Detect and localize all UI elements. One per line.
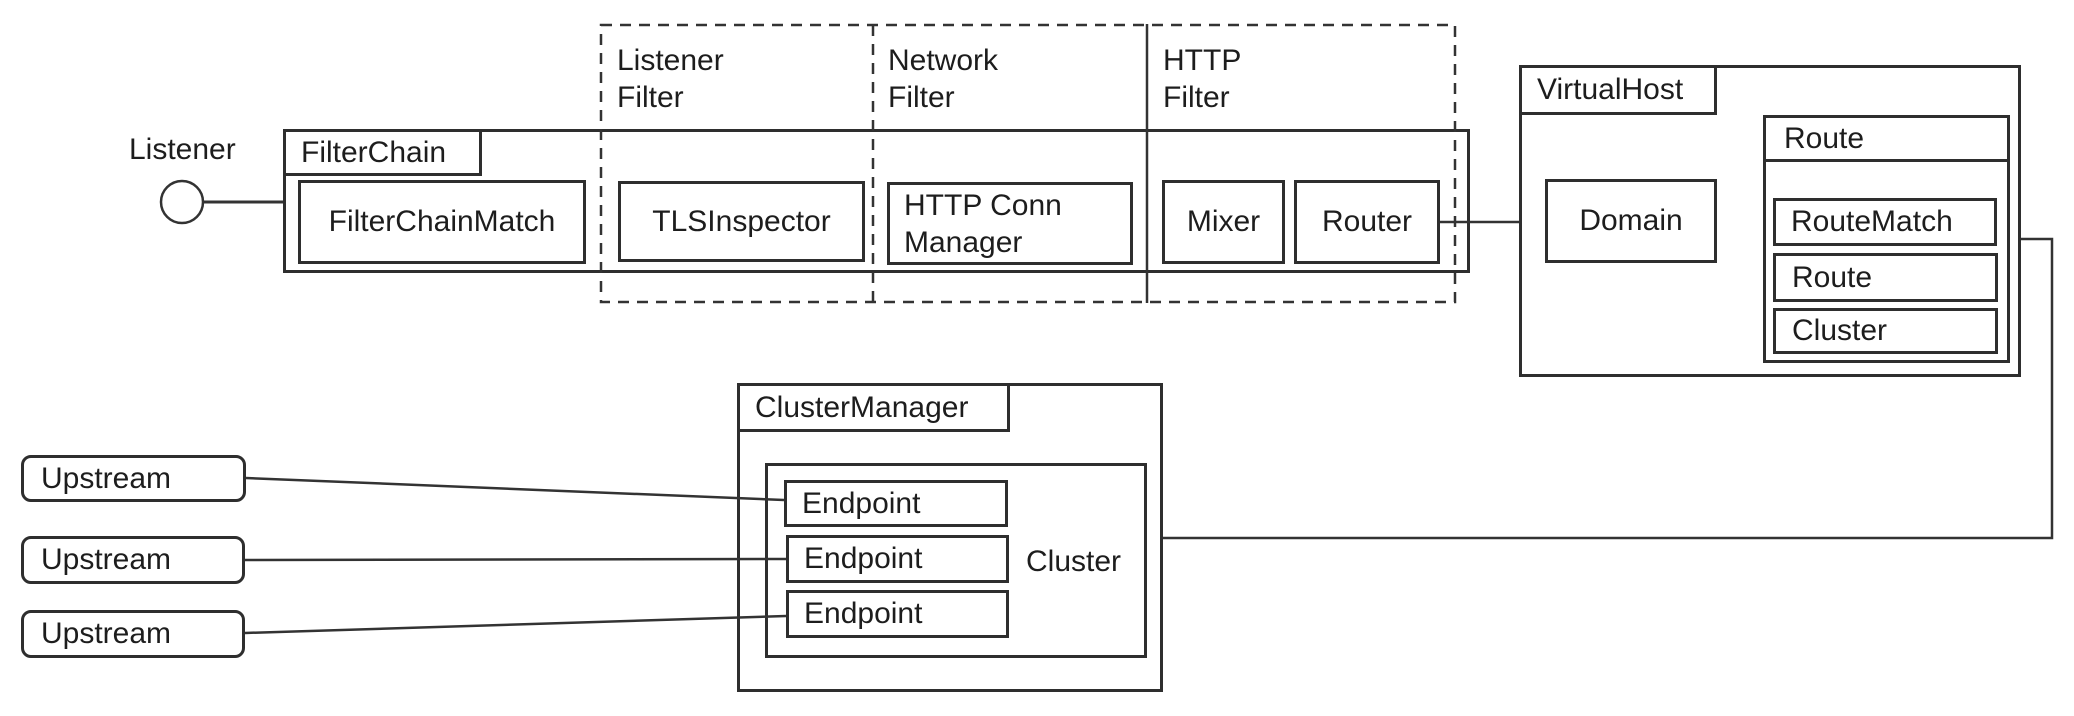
- upstream-endpoint-line: [244, 557, 787, 562]
- listener-filter-title: Listener Filter: [617, 42, 724, 116]
- router-text: Router: [1321, 205, 1413, 238]
- endpoint-text: Endpoint: [802, 486, 921, 520]
- upstream-text: Upstream: [41, 461, 172, 495]
- virtual-host-label-text: VirtualHost: [1537, 73, 1684, 106]
- listener-filter-title-line2: Filter: [617, 81, 684, 114]
- route-match-box: RouteMatch: [1773, 198, 1997, 246]
- http-conn-manager-line1: HTTP Conn: [904, 188, 1062, 222]
- http-filter-title-line2: Filter: [1163, 81, 1230, 114]
- tls-inspector-text: TLSInspector: [652, 204, 831, 238]
- mixer-box: Mixer: [1162, 180, 1285, 264]
- route-group-label: Route: [1763, 115, 2010, 162]
- upstream-endpoint-line: [245, 476, 785, 502]
- cluster-label: Cluster: [1026, 545, 1122, 578]
- endpoint-box: Endpoint: [786, 535, 1009, 583]
- route-group-label-text: Route: [1784, 121, 1865, 155]
- tls-inspector-box: TLSInspector: [618, 181, 865, 262]
- listener-label: Listener: [129, 133, 236, 166]
- network-filter-title-line1: Network: [888, 44, 999, 77]
- filter-chain-label-text: FilterChain: [301, 135, 447, 169]
- endpoint-text: Endpoint: [804, 597, 923, 630]
- listener-circle: [159, 179, 205, 225]
- filter-chain-match-text: FilterChainMatch: [328, 205, 556, 238]
- http-conn-manager-line2: Manager: [904, 225, 1023, 259]
- route-match-text: RouteMatch: [1791, 205, 1953, 238]
- upstream-endpoint-line: [244, 614, 787, 635]
- http-conn-manager-box: HTTP Conn Manager: [887, 182, 1133, 265]
- virtual-host-label: VirtualHost: [1519, 65, 1717, 115]
- network-filter-title-line2: Filter: [888, 81, 955, 114]
- http-filter-title-line1: HTTP: [1163, 44, 1242, 77]
- domain-box: Domain: [1545, 179, 1717, 263]
- upstream-box: Upstream: [21, 455, 246, 502]
- upstream-text: Upstream: [41, 617, 172, 650]
- cluster-item-box: Cluster: [1773, 308, 1998, 354]
- network-filter-title: Network Filter: [888, 42, 998, 116]
- cluster-manager-label: ClusterManager: [737, 383, 1010, 432]
- route-item-box: Route: [1773, 253, 1998, 302]
- upstream-box: Upstream: [21, 536, 245, 584]
- cluster-manager-label-text: ClusterManager: [755, 390, 969, 424]
- endpoint-text: Endpoint: [804, 542, 923, 575]
- cluster-item-text: Cluster: [1792, 314, 1888, 347]
- upstream-text: Upstream: [41, 543, 172, 576]
- filter-chain-match-box: FilterChainMatch: [298, 180, 586, 264]
- filter-chain-label: FilterChain: [283, 129, 482, 176]
- mixer-text: Mixer: [1186, 205, 1261, 238]
- router-box: Router: [1294, 180, 1440, 264]
- listener-filter-title-line1: Listener: [617, 44, 724, 77]
- route-item-text: Route: [1792, 260, 1873, 294]
- endpoint-box: Endpoint: [784, 480, 1008, 527]
- upstream-box: Upstream: [21, 610, 245, 658]
- endpoint-box: Endpoint: [786, 590, 1009, 638]
- domain-text: Domain: [1579, 204, 1683, 237]
- http-filter-title: HTTP Filter: [1163, 42, 1241, 116]
